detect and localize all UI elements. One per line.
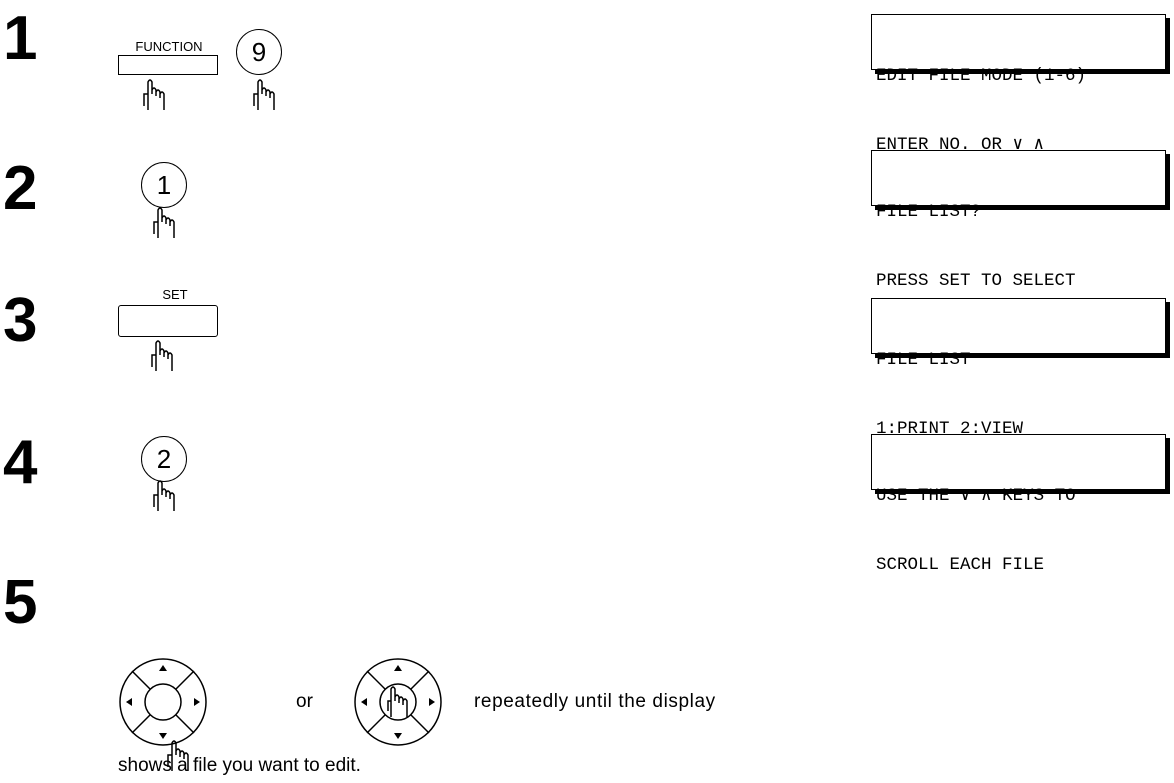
lcd-display: FILE LIST? PRESS SET TO SELECT (871, 150, 1166, 291)
step-number-3: 3 (3, 286, 38, 355)
press-hand-icon (253, 79, 275, 110)
instruction-line-2: shows a file you want to edit. (118, 755, 361, 776)
set-key[interactable] (118, 305, 218, 337)
press-hand-icon (151, 340, 173, 371)
digit-9-key[interactable]: 9 (236, 29, 282, 75)
lcd-line-1: USE THE ∨ ∧ KEYS TO (876, 486, 1076, 506)
or-text: or (296, 691, 313, 712)
step-number-5: 5 (3, 568, 38, 637)
instruction-line-1: repeatedly until the display (474, 691, 716, 712)
function-key-label: FUNCTION (135, 39, 203, 54)
lcd-line-1: FILE LIST? (876, 202, 982, 222)
press-hand-icon (143, 79, 165, 110)
arrow-keypad-up-pressed[interactable] (353, 657, 443, 747)
lcd-line-2: SCROLL EACH FILE (876, 555, 1045, 575)
arrow-keypad-down-pressed[interactable] (118, 657, 208, 747)
digit-2-key[interactable]: 2 (141, 436, 187, 482)
set-key-label: SET (162, 287, 188, 302)
lcd-line-1: EDIT FILE MODE (1-6) (876, 66, 1087, 86)
function-key[interactable] (118, 55, 218, 75)
step-number-2: 2 (3, 154, 38, 223)
lcd-display: USE THE ∨ ∧ KEYS TO SCROLL EACH FILE (871, 434, 1166, 575)
digit-1-key[interactable]: 1 (141, 162, 187, 208)
lcd-line-1: FILE LIST (876, 350, 971, 370)
press-hand-icon (167, 740, 189, 771)
lcd-display: EDIT FILE MODE (1-6) ENTER NO. OR ∨ ∧ (871, 14, 1166, 155)
step-number-1: 1 (3, 4, 38, 73)
lcd-line-2: PRESS SET TO SELECT (876, 271, 1076, 291)
press-hand-icon (153, 207, 175, 238)
step-number-4: 4 (3, 428, 38, 497)
lcd-display: FILE LIST 1:PRINT 2:VIEW (871, 298, 1166, 439)
press-hand-icon (153, 480, 175, 511)
